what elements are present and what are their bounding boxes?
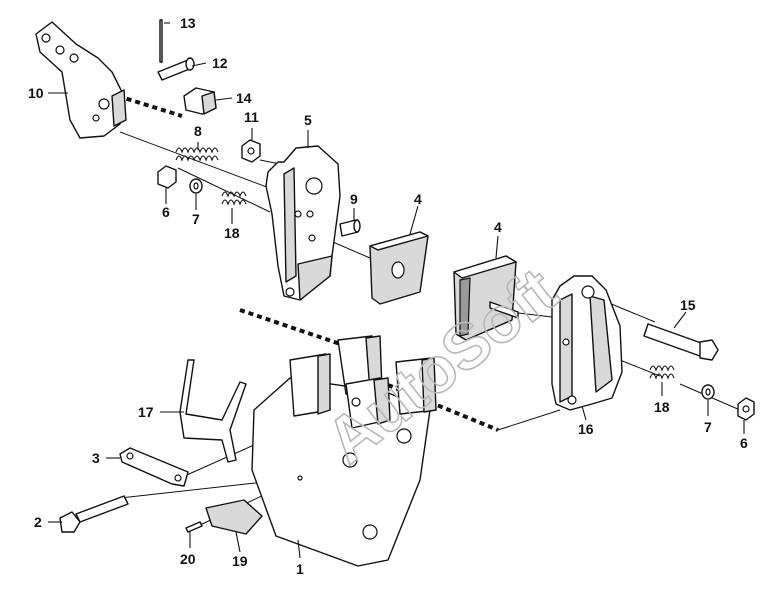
callout-17: 17 — [138, 404, 154, 420]
washer-part-7-right — [701, 384, 715, 400]
callout-5: 5 — [304, 112, 312, 128]
callout-4-right: 4 — [494, 219, 502, 235]
nut-part-6-left — [157, 165, 177, 189]
bolt-part-9 — [339, 219, 361, 237]
callout-11: 11 — [244, 109, 259, 125]
callout-18-left: 18 — [224, 225, 240, 241]
pin-part-13 — [159, 19, 163, 63]
assembly-dash-line-top — [117, 94, 183, 118]
mounting-bracket-part-1 — [251, 335, 437, 567]
screw-part-20 — [185, 521, 203, 533]
callout-14: 14 — [236, 90, 252, 106]
callout-19: 19 — [232, 553, 248, 569]
callout-4-left: 4 — [414, 191, 422, 207]
callout-7-right: 7 — [704, 419, 712, 435]
callout-15: 15 — [680, 297, 696, 313]
spring-part-18-right — [649, 365, 675, 380]
nut-part-11 — [241, 139, 261, 163]
brake-pad-part-4-left — [369, 231, 429, 305]
spring-part-8 — [175, 147, 219, 162]
plate-part-3 — [119, 447, 189, 487]
bolt-part-2 — [59, 495, 129, 533]
retaining-clip-part-17 — [179, 359, 247, 463]
callout-8: 8 — [194, 123, 202, 139]
callout-6-right: 6 — [740, 435, 748, 451]
guide-pin-part-15 — [643, 323, 719, 361]
pin-part-12 — [157, 57, 195, 81]
callout-12: 12 — [212, 55, 228, 71]
leader-lines — [48, 22, 745, 559]
wedge-part-19 — [205, 499, 263, 535]
spring-part-18-left — [221, 191, 247, 206]
callout-9: 9 — [350, 191, 358, 207]
callout-13: 13 — [180, 15, 196, 31]
nut-part-6-right — [737, 397, 755, 421]
callout-20: 20 — [180, 551, 196, 567]
callout-7-left: 7 — [192, 211, 200, 227]
caliper-housing-part-5 — [265, 145, 341, 301]
caliper-housing-part-16 — [551, 275, 623, 411]
brake-pad-part-4-right — [453, 255, 519, 341]
callout-6-left: 6 — [162, 204, 170, 220]
callout-3: 3 — [92, 450, 100, 466]
assembly-dash-line-middle — [239, 308, 353, 350]
block-part-14 — [183, 87, 217, 115]
callout-10: 10 — [28, 85, 44, 101]
washer-part-7-left — [189, 178, 203, 194]
callout-labels: 13 12 10 14 11 5 8 9 4 4 6 7 18 15 17 18… — [28, 15, 748, 577]
callout-2: 2 — [34, 514, 42, 530]
callout-16: 16 — [578, 421, 594, 437]
bracket-part-10 — [35, 21, 127, 139]
callout-18-right: 18 — [654, 399, 670, 415]
callout-1: 1 — [296, 561, 304, 577]
